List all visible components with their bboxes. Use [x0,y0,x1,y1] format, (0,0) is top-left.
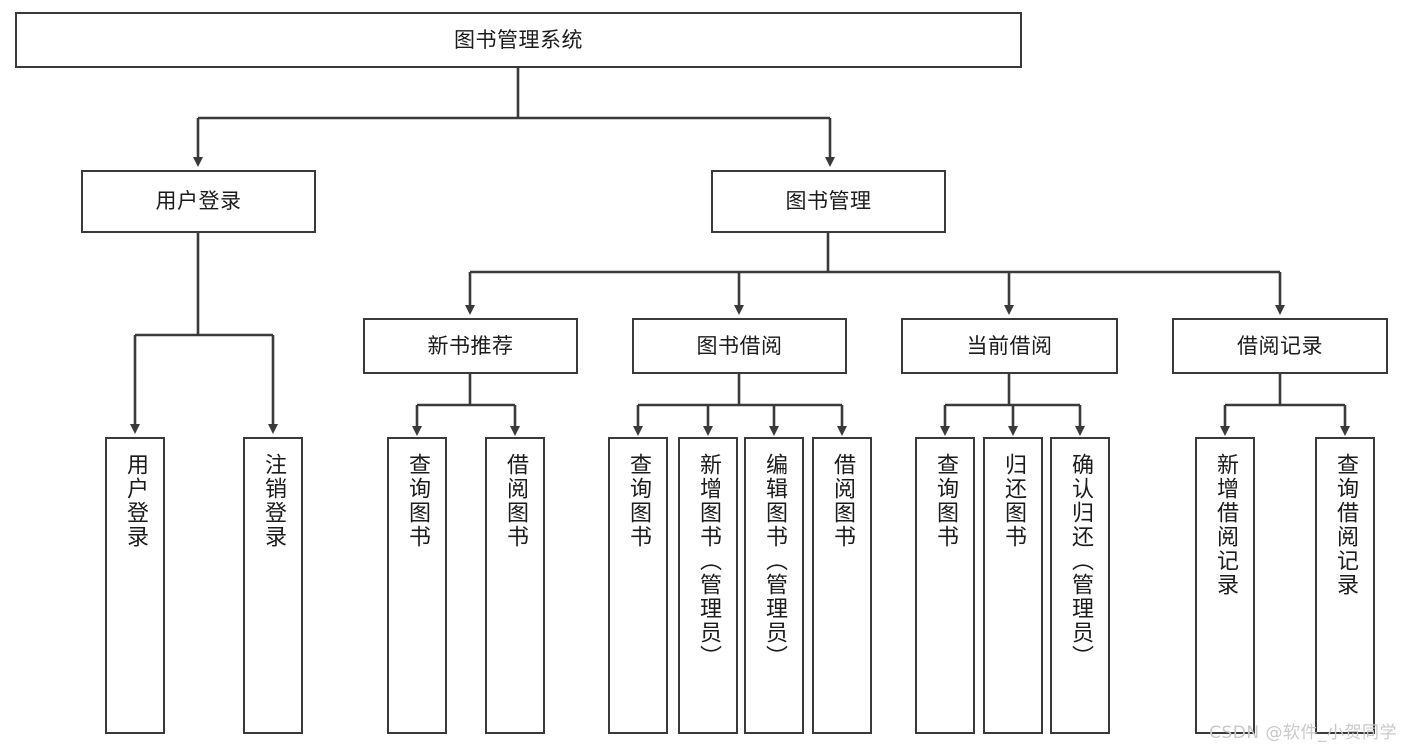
node-label: 图书借阅 [696,333,783,358]
node-label: 查询图书 [404,453,430,549]
node-leaf-query-book-borrow[interactable]: 查询图书 [608,437,668,734]
node-borrow-record[interactable]: 借阅记录 [1172,318,1388,374]
node-label: 编辑图书（管理员） [761,453,787,669]
node-current-borrow[interactable]: 当前借阅 [901,318,1118,374]
node-root-system[interactable]: 图书管理系统 [15,12,1022,68]
node-label: 新书推荐 [427,333,514,358]
node-label: 借阅图书 [829,453,855,549]
node-leaf-borrow-book-recommend[interactable]: 借阅图书 [485,437,545,734]
node-label: 当前借阅 [966,333,1053,358]
node-label: 查询借阅记录 [1332,453,1358,597]
node-user-login[interactable]: 用户登录 [81,170,316,233]
node-label: 注销登录 [260,453,286,549]
node-leaf-query-borrow-record[interactable]: 查询借阅记录 [1315,437,1375,734]
node-label: 新增借阅记录 [1212,453,1238,597]
node-label: 确认归还（管理员） [1067,453,1093,669]
node-label: 借阅记录 [1237,333,1323,358]
node-leaf-return-book[interactable]: 归还图书 [983,437,1043,734]
node-new-book-recommend[interactable]: 新书推荐 [363,318,578,374]
node-label: 用户登录 [122,453,148,549]
node-leaf-add-book-admin[interactable]: 新增图书（管理员） [678,437,738,734]
node-book-management[interactable]: 图书管理 [711,170,946,233]
node-label: 查询图书 [932,453,958,549]
node-label: 归还图书 [1000,453,1026,549]
node-leaf-query-book-recommend[interactable]: 查询图书 [387,437,447,734]
node-label: 用户登录 [155,189,242,214]
node-leaf-query-book-current[interactable]: 查询图书 [915,437,975,734]
node-label: 新增图书（管理员） [695,453,721,669]
node-leaf-borrow-book[interactable]: 借阅图书 [812,437,872,734]
node-label: 借阅图书 [502,453,528,549]
node-label: 图书管理系统 [454,27,583,52]
node-leaf-confirm-return-admin[interactable]: 确认归还（管理员） [1050,437,1110,734]
csdn-watermark: CSDN @软件_小贺同学 [1209,723,1397,743]
node-leaf-logout[interactable]: 注销登录 [243,437,303,734]
node-label: 图书管理 [785,189,872,214]
node-leaf-add-borrow-record[interactable]: 新增借阅记录 [1195,437,1255,734]
node-leaf-user-login[interactable]: 用户登录 [105,437,165,734]
node-book-borrow[interactable]: 图书借阅 [632,318,847,374]
node-leaf-edit-book-admin[interactable]: 编辑图书（管理员） [744,437,804,734]
node-label: 查询图书 [625,453,651,549]
